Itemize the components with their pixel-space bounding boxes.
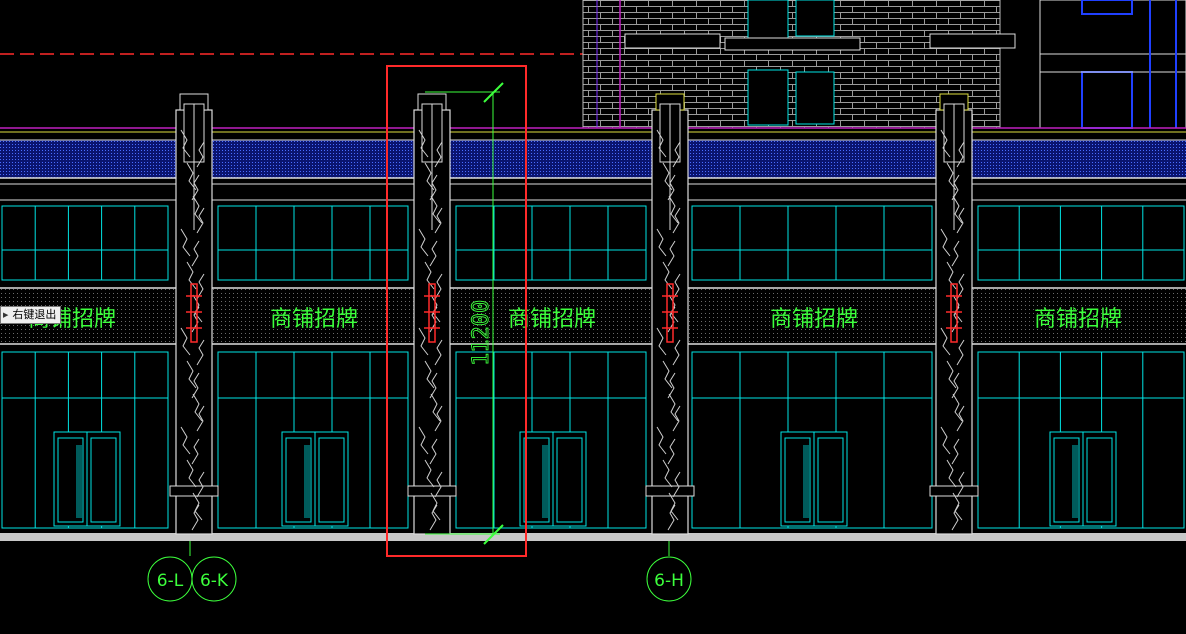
- dimension-value: 11200: [469, 300, 494, 366]
- shop-sign-5: 商铺招牌: [1034, 307, 1122, 332]
- right-click-exit-tooltip: ▶ 右键退出: [0, 306, 62, 324]
- shop-sign-4: 商铺招牌: [770, 307, 858, 332]
- pilaster-2: [407, 93, 457, 535]
- selection-rectangle[interactable]: [386, 65, 527, 557]
- axis-markers: 6-L 6-K 6-H: [147, 541, 692, 602]
- axis-bubble-6-H: [646, 556, 692, 602]
- axis-bubble-6-K: [191, 556, 237, 602]
- tooltip-text: 右键退出: [12, 308, 57, 321]
- bay-1: [1, 205, 169, 529]
- right-tower: [1039, 0, 1186, 129]
- axis-label-6-L: 6-L: [157, 571, 184, 591]
- shop-sign-2: 商铺招牌: [270, 307, 358, 332]
- bay-3: [455, 205, 647, 529]
- dimension-annotation: 11200: [425, 82, 504, 545]
- bay-4: [691, 205, 933, 529]
- upper-tower: [582, 0, 1016, 129]
- axis-label-6-H: 6-H: [654, 571, 684, 591]
- bay-5: [977, 205, 1185, 529]
- storefront-bays: [1, 205, 1185, 529]
- shop-sign-3: 商铺招牌: [508, 307, 596, 332]
- cursor-arrow-icon: ▶: [3, 311, 9, 319]
- pilaster-3: [645, 93, 695, 535]
- bay-2: [217, 205, 409, 529]
- pilaster-1: [169, 93, 219, 535]
- ground-line: [0, 533, 1186, 541]
- pilasters: [169, 93, 979, 535]
- axis-label-6-K: 6-K: [200, 571, 229, 591]
- pilaster-4: [929, 93, 979, 535]
